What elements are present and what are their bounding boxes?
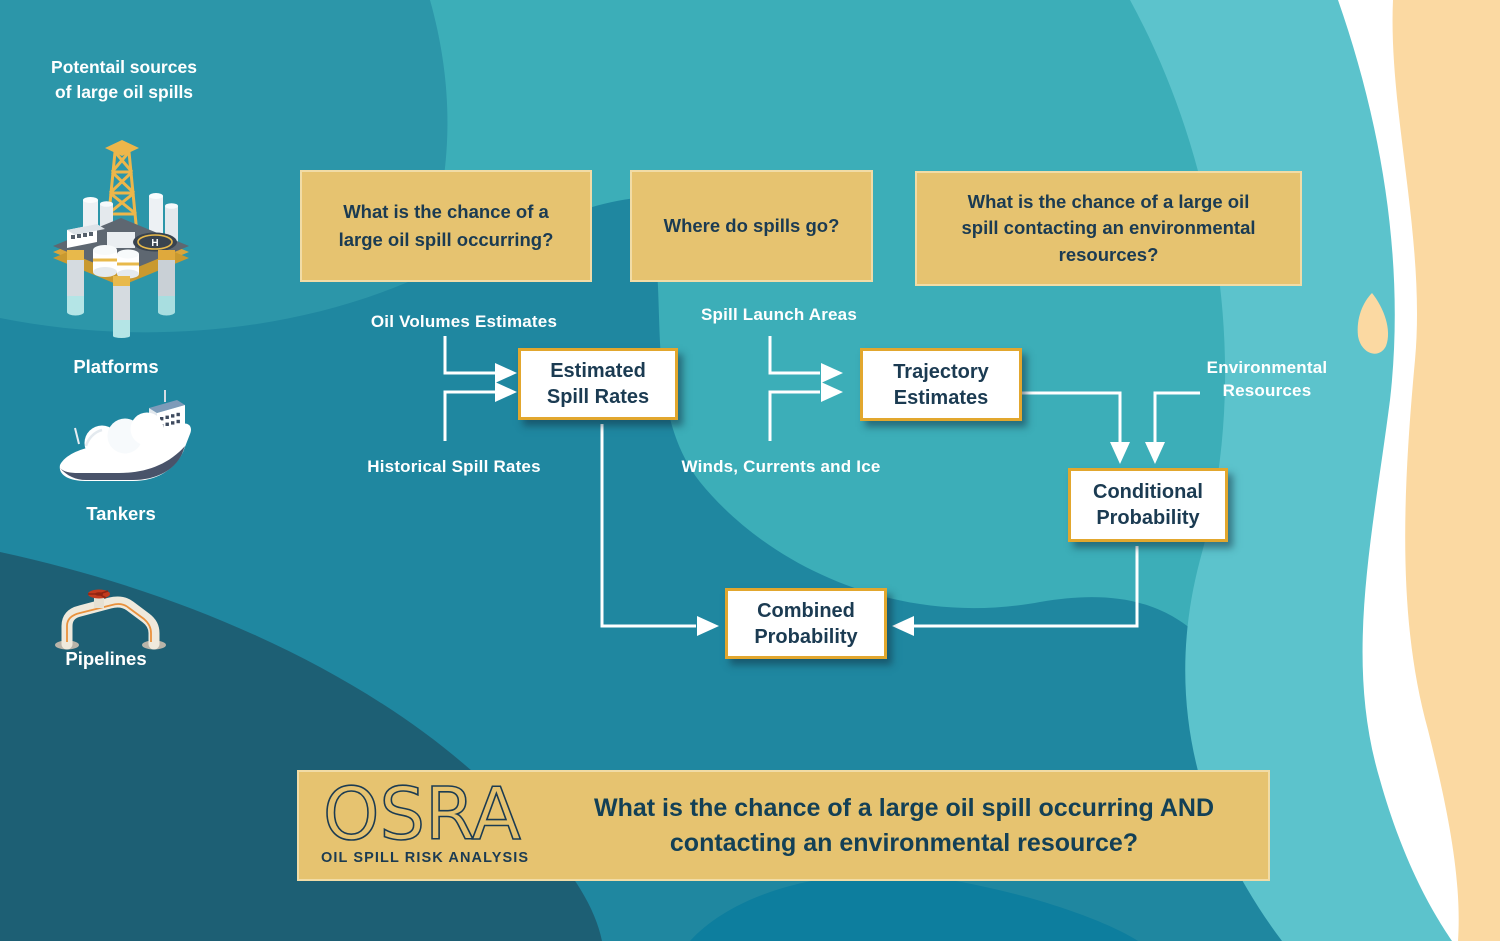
connector-oil-volumes (443, 336, 496, 375)
node-conditional-line1: Conditional (1093, 481, 1203, 503)
connector-winds (768, 390, 820, 441)
svg-text:H: H (151, 238, 158, 249)
label-oil-volumes-estimates: Oil Volumes Estimates (370, 312, 558, 331)
node-combined-line1: Combined (757, 599, 855, 622)
label-environmental-resources: Environmental Resources (1167, 357, 1367, 403)
node-combined-line2: Probability (754, 625, 858, 648)
source-label-tankers: Tankers (86, 503, 156, 524)
banner-question: What is the chance of a large oil spill … (551, 772, 1257, 879)
label-environmental-line2: Resources (1222, 380, 1312, 400)
source-label-pipelines: Pipelines (65, 648, 147, 669)
node-combined-probability: Combined Probability (725, 588, 887, 659)
oil-platform-icon: H (45, 138, 197, 338)
node-conditional-probability: Conditional Probability (1068, 468, 1228, 542)
arrowhead-oil-volumes (495, 363, 517, 383)
label-historical-spill-rates: Historical Spill Rates (367, 457, 541, 476)
question1-line2: large oil spill occurring? (338, 229, 554, 250)
question3-line3: resources? (1058, 243, 1159, 265)
label-winds-currents-ice: Winds, Currents and Ice (681, 457, 881, 476)
osra-banner: OSRA OIL SPILL RISK ANALYSIS What is the… (297, 770, 1270, 881)
arrowhead-into-combined-left (697, 616, 719, 636)
question-box-contact-resources: What is the chance of a large oil spill … (915, 171, 1302, 286)
node-conditional-line2: Probability (1096, 507, 1200, 529)
node-trajectory-line1: Trajectory (893, 360, 989, 383)
sources-title-line1: Potentail sources (51, 57, 197, 77)
connector-spill-launch (768, 336, 820, 375)
banner-question-line2: contacting an environmental resource? (669, 828, 1139, 857)
banner-question-line1: What is the chance of a large oil spill … (593, 794, 1215, 822)
arrowhead-trajectory (1110, 442, 1130, 464)
question-box-where-spills-go: Where do spills go? (630, 170, 873, 282)
connector-estimated-to-combined (600, 424, 696, 628)
pipeline-icon (50, 568, 180, 653)
tanker-ship-icon (55, 386, 195, 498)
surf-foam (1338, 0, 1500, 941)
node-estimated-line1: Estimated (550, 360, 646, 382)
beach-sand (1392, 0, 1500, 941)
question3-line1: What is the chance of a large oil (967, 191, 1250, 213)
arrowhead-environmental (1145, 442, 1165, 464)
sources-title-line2: of large oil spills (54, 81, 194, 102)
question3-line2: spill contacting an environmental (961, 217, 1256, 239)
question2-line1: Where do spills go? (663, 215, 840, 237)
osra-logo: OSRA (323, 782, 522, 848)
node-estimated-line2: Spill Rates (546, 386, 650, 408)
sand-teardrop (1357, 293, 1389, 354)
source-label-platforms: Platforms (73, 356, 159, 377)
arrowhead-into-combined-right (892, 616, 914, 636)
osra-logo-text: OSRA (323, 782, 521, 848)
node-trajectory-line2: Estimates (893, 386, 989, 409)
node-trajectory-estimates: Trajectory Estimates (860, 348, 1022, 421)
osra-tagline: OIL SPILL RISK ANALYSIS (321, 850, 530, 866)
connector-trajectory-to-conditional (1022, 391, 1122, 442)
wave-bright-tongue (690, 874, 1138, 941)
arrowhead-winds (821, 382, 843, 402)
sources-title: Potentail sources of large oil spills (18, 55, 230, 104)
arrowhead-spill-launch (821, 363, 843, 383)
question-box-spill-occurring: What is the chance of a large oil spill … (300, 170, 592, 282)
label-environmental-line1: Environmental (1206, 358, 1328, 377)
question1-line1: What is the chance of a (343, 201, 549, 223)
node-estimated-spill-rates: Estimated Spill Rates (518, 348, 678, 420)
label-spill-launch-areas: Spill Launch Areas (700, 305, 857, 324)
connector-historical (443, 390, 496, 441)
arrowhead-historical (495, 382, 517, 402)
connector-conditional-to-combined (914, 546, 1139, 628)
